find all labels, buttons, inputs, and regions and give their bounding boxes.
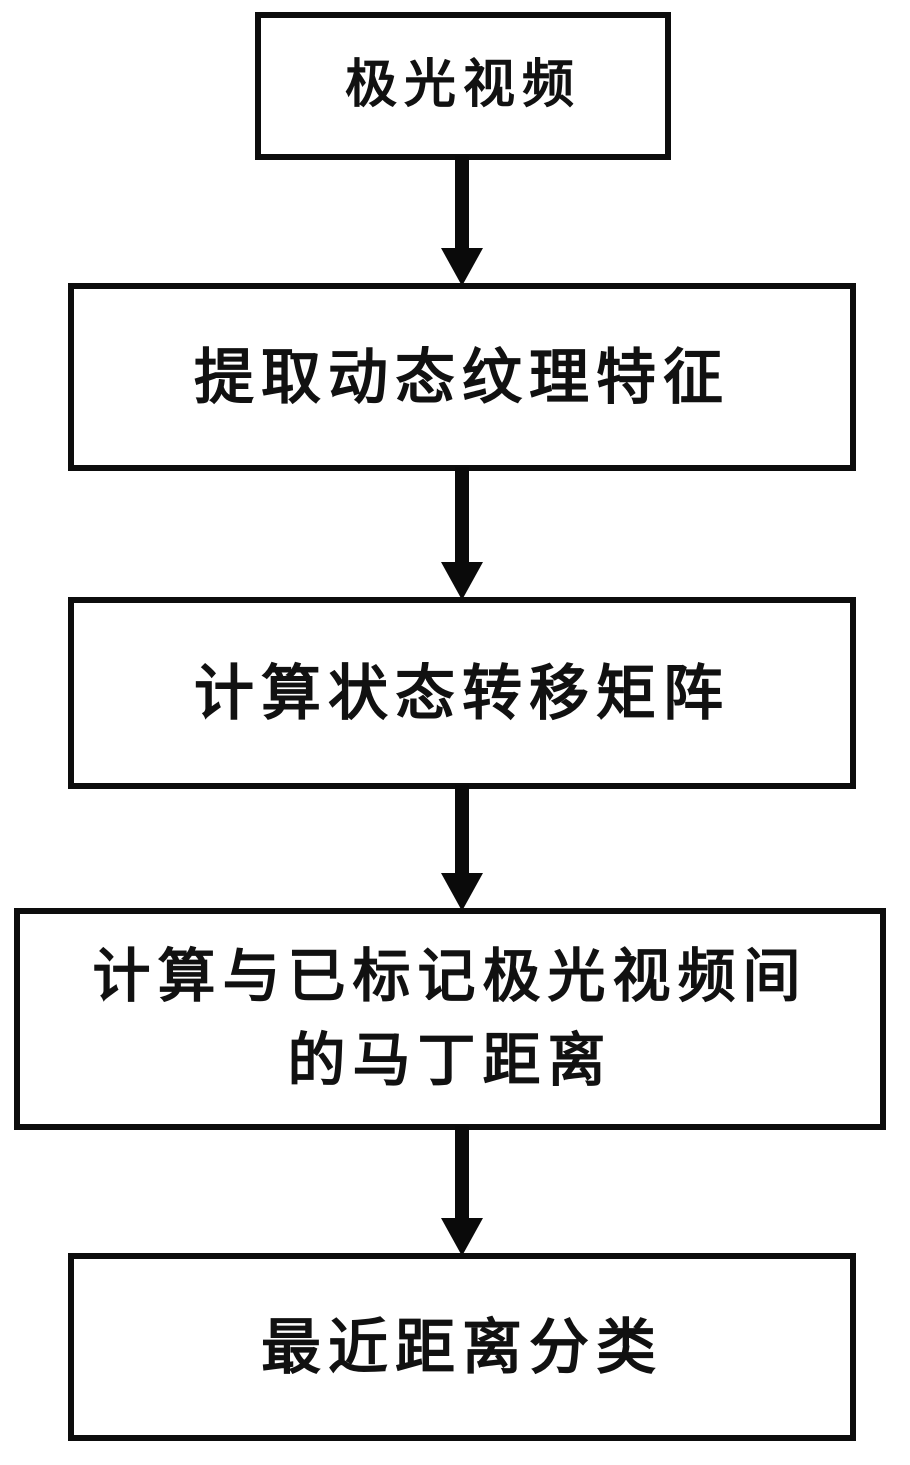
- flow-box-label: 计算与已标记极光视频间 的马丁距离: [92, 943, 808, 1093]
- flow-box-aurora-video: 极光视频: [255, 12, 671, 160]
- flow-box-nearest-distance-classification: 最近距离分类: [68, 1253, 856, 1441]
- flow-box-extract-dynamic-texture-features: 提取动态纹理特征: [68, 283, 856, 471]
- flow-box-compute-martin-distance: 计算与已标记极光视频间 的马丁距离: [14, 908, 886, 1130]
- arrow-stem: [455, 785, 469, 873]
- arrow-stem: [455, 467, 469, 562]
- arrow-head: [441, 248, 483, 286]
- arrow-stem: [455, 1126, 469, 1218]
- arrow-down-icon: [441, 467, 483, 600]
- arrow-down-icon: [441, 785, 483, 911]
- flow-box-label: 提取动态纹理特征: [194, 343, 730, 411]
- flow-box-label: 计算状态转移矩阵: [194, 659, 730, 727]
- arrow-head: [441, 562, 483, 600]
- flow-box-label: 极光视频: [344, 56, 581, 115]
- arrow-head: [441, 1218, 483, 1256]
- arrow-head: [441, 873, 483, 911]
- arrow-down-icon: [441, 156, 483, 286]
- arrow-stem: [455, 156, 469, 248]
- arrow-down-icon: [441, 1126, 483, 1256]
- flow-box-label: 最近距离分类: [261, 1313, 663, 1381]
- flow-box-compute-state-transition-matrix: 计算状态转移矩阵: [68, 597, 856, 789]
